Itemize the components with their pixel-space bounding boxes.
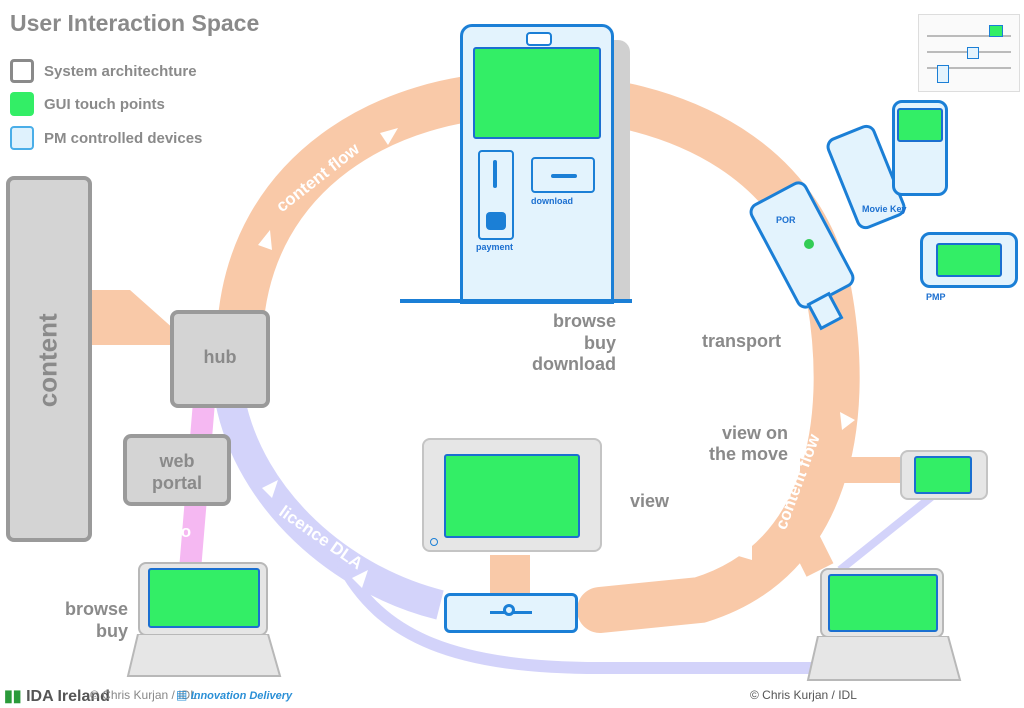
- kiosk-download-panel[interactable]: [531, 157, 595, 193]
- content-label: content: [32, 313, 63, 408]
- card-slot-icon: [493, 160, 497, 188]
- set-top-knob-icon: [503, 604, 515, 616]
- legend-swatch: [10, 59, 34, 83]
- pmp-label: PMP: [926, 292, 946, 302]
- legend-swatch: [10, 126, 34, 150]
- content-flow-branch-laptop: [786, 523, 834, 577]
- pmp-screen[interactable]: [936, 243, 1002, 277]
- view-on-move-line2: the move: [708, 444, 788, 464]
- flow-arrow: [380, 128, 398, 145]
- por-indicator-icon: [804, 239, 814, 249]
- left-credit: © Chris Kurjan / IDL: [90, 688, 197, 702]
- legend-label: GUI touch points: [44, 95, 165, 113]
- content-to-hub-flow: [90, 290, 175, 345]
- legend-swatch: [10, 92, 34, 116]
- player-screen[interactable]: [897, 108, 943, 142]
- page-title: User Interaction Space: [10, 10, 260, 36]
- transport-label: transport: [702, 331, 782, 351]
- info-flow-label: info: [160, 522, 192, 541]
- download-slot-icon: [551, 174, 577, 178]
- browse-buy-line2: buy: [95, 621, 128, 641]
- laptop-left-base: [126, 634, 282, 677]
- por-label: POR: [776, 215, 796, 225]
- kiosk-payment-label: payment: [476, 242, 514, 252]
- innovation-delivery-logo: ▤ Innovation Delivery: [176, 688, 292, 702]
- thumb-box: [937, 65, 949, 83]
- web-portal-label-line2: portal: [151, 473, 202, 493]
- right-credit: © Chris Kurjan / IDL: [750, 688, 857, 702]
- thumb-bar: [927, 67, 1011, 69]
- legend-label: PM controlled devices: [44, 129, 203, 147]
- browse-buy-download-line3: download: [532, 354, 616, 374]
- innovation-logo-icon: ▤: [176, 688, 188, 702]
- browse-buy-download-line1: browse: [552, 311, 616, 331]
- licence-flow-right: [837, 486, 943, 574]
- legend-label: System architechture: [44, 62, 197, 80]
- flow-arrow: [352, 570, 368, 588]
- kiosk-payment-panel[interactable]: [478, 150, 514, 240]
- licence-flow: [215, 396, 444, 620]
- thumb-box: [989, 25, 1003, 37]
- flow-arrow: [840, 412, 855, 430]
- thumbnail-chart: [918, 14, 1020, 92]
- legend-item-system: System architechture: [10, 58, 197, 84]
- ida-ireland-logo: ▮▮ IDA Ireland: [4, 686, 110, 706]
- content-node: [6, 176, 92, 542]
- laptop-left-screen[interactable]: [148, 568, 260, 628]
- flow-arrow: [262, 480, 278, 498]
- movie-key-label: Movie Key: [862, 204, 907, 214]
- web-portal-node: [123, 434, 231, 506]
- licence-flow-lower: [334, 557, 820, 674]
- hub-node: [170, 310, 270, 408]
- kiosk-camera-icon: [526, 32, 552, 46]
- flow-arrow: [735, 542, 752, 560]
- laptop-right-screen[interactable]: [828, 574, 938, 632]
- browse-buy-line1: browse: [64, 599, 128, 619]
- hub-label: hub: [203, 347, 237, 367]
- mobile-viewer-screen[interactable]: [914, 456, 972, 494]
- kiosk-download-label: download: [531, 196, 573, 206]
- legend-item-gui: GUI touch points: [10, 91, 165, 117]
- view-label: view: [630, 491, 670, 511]
- thumb-box: [967, 47, 979, 59]
- ida-logo-icon: ▮▮: [4, 688, 22, 705]
- flow-arrow: [258, 230, 272, 250]
- kiosk-screen[interactable]: [473, 47, 601, 139]
- kiosk-floor-line: [400, 299, 632, 303]
- ida-brand-text: IDA Ireland: [26, 688, 110, 705]
- browse-buy-download-line2: buy: [583, 333, 616, 353]
- view-stand: [490, 555, 530, 595]
- laptop-right-base: [806, 636, 962, 681]
- legend-item-pm: PM controlled devices: [10, 125, 202, 151]
- tv-power-icon: [430, 538, 438, 546]
- thumb-bar: [927, 35, 1011, 37]
- innovation-brand-text: Innovation Delivery: [190, 690, 293, 702]
- view-on-move-line1: view on: [721, 423, 788, 443]
- web-portal-label-line1: web: [159, 451, 195, 471]
- keypad-icon: [486, 212, 506, 230]
- tv-screen[interactable]: [444, 454, 580, 538]
